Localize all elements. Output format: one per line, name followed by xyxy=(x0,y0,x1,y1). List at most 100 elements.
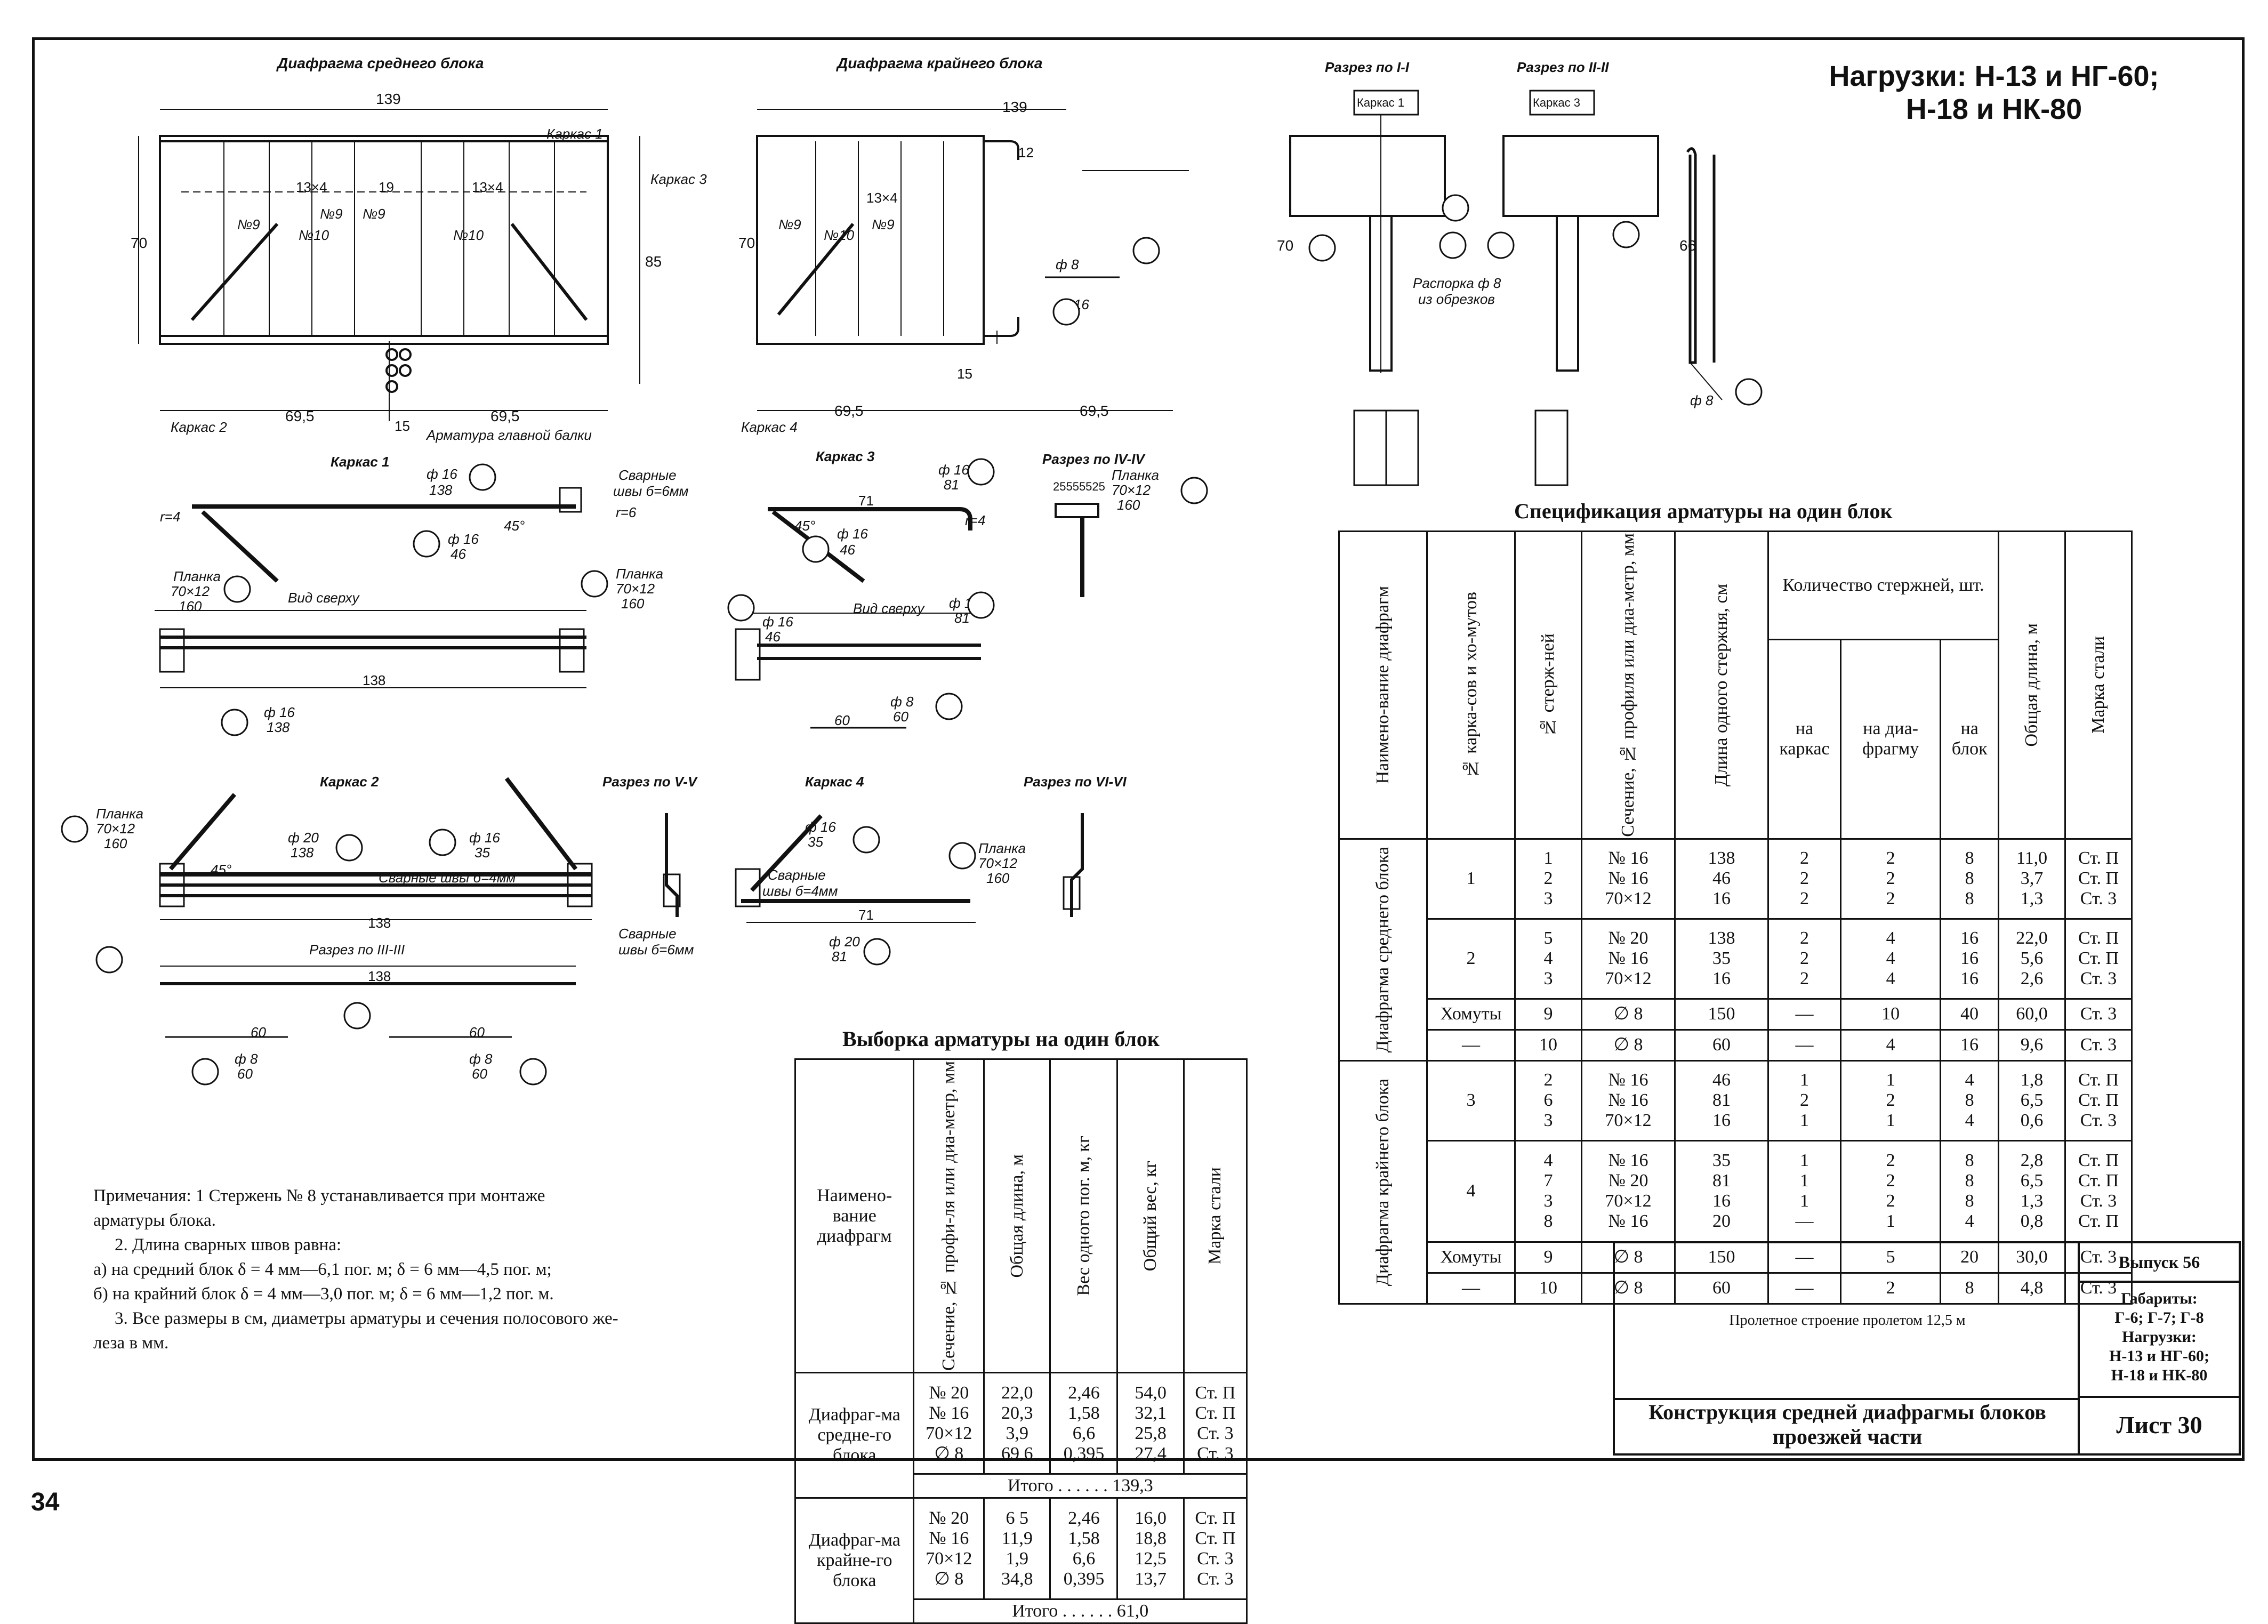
karkas-3-title: Каркас 3 xyxy=(816,448,875,464)
sel-tw-line: 16,0 xyxy=(1135,1508,1167,1528)
section-3-title: Разрез по III-III xyxy=(309,942,405,958)
section-1-title: Разрез по I-I xyxy=(1325,59,1410,75)
label-planka-k1: Планка xyxy=(173,568,221,584)
middle-block-title: Диафрагма среднего блока xyxy=(276,55,484,71)
label-len-60-b: 60 xyxy=(472,1066,487,1082)
callout-4 xyxy=(1308,234,1336,262)
dim-12: 12 xyxy=(1018,144,1034,160)
title-gabarity-label: Габариты: xyxy=(2121,1290,2198,1307)
sel-sec-line: ∅ 8 xyxy=(934,1569,964,1589)
spec-len-line: 46 xyxy=(1712,1070,1731,1090)
sel-tw-line: 27,4 xyxy=(1135,1443,1167,1464)
callout-3e xyxy=(95,946,123,974)
spec-h-steel: Марка стали xyxy=(2088,636,2108,734)
label-phi16-46-k3: ф 16 xyxy=(837,526,868,542)
dim-60-a: 60 xyxy=(251,1024,266,1040)
label-karkas-2-top: Каркас 2 xyxy=(171,419,227,435)
spec-tl-line: 1,8 xyxy=(2020,1070,2044,1090)
label-angle-k2: 45° xyxy=(211,862,231,878)
spec-qd-line: 4 xyxy=(1886,948,1895,969)
label-main-beam-rebar: Арматура главной балки xyxy=(425,427,592,443)
spec-sec-line: № 20 xyxy=(1608,1171,1648,1191)
title-main: Конструкция средней диафрагмы блоков про… xyxy=(1613,1396,2080,1456)
spec-qd-line: 2 xyxy=(1886,1278,1895,1298)
spec-qk-line: 1 xyxy=(1799,1151,1809,1171)
spec-st: Ст. 3 xyxy=(2064,998,2133,1031)
spec-qb-line: 4 xyxy=(1965,1070,1974,1090)
spec-qb-line: 8 xyxy=(1965,869,1974,889)
callout-3d xyxy=(61,815,89,843)
spec-qk: — xyxy=(1767,1241,1841,1274)
label-r6: r=6 xyxy=(616,504,637,520)
sel-tl-line: 69 6 xyxy=(1001,1443,1033,1464)
sel-tl-line: 6 5 xyxy=(1006,1508,1028,1528)
dim-69-5-a: 69,5 xyxy=(285,408,315,424)
spec-sec-line: № 20 xyxy=(1608,928,1648,948)
spec-qb-line: 40 xyxy=(1960,1004,1979,1024)
callout-10b xyxy=(1439,231,1467,259)
label-welds-6b-k2: швы б=6мм xyxy=(618,942,694,958)
spec-qb-line: 16 xyxy=(1960,1035,1979,1055)
dim-71-k3: 71 xyxy=(858,493,874,509)
spec-qd-line: 2 xyxy=(1886,1171,1895,1191)
spec-sec: ∅ 8 xyxy=(1581,998,1676,1031)
spec-len-line: 16 xyxy=(1712,969,1731,989)
label-len-35-k4: 35 xyxy=(808,834,823,850)
spec-h-karkas: № карка-сов и хо-мутов xyxy=(1461,592,1481,778)
spec-table: Наимено-вание диафрагм № карка-сов и хо-… xyxy=(1338,530,2133,1305)
selection-table: Наимено-вание диафрагм Сечение, № профи-… xyxy=(794,1058,1248,1624)
callout-10f xyxy=(519,1058,547,1086)
spec-sec-line: 70×12 xyxy=(1605,969,1652,989)
spec-h-qty-block: на блок xyxy=(1940,638,1999,840)
spec-qk-line: 1 xyxy=(1799,1111,1809,1131)
spec-qb-line: 8 xyxy=(1965,1191,1974,1211)
spec-rod-line: 10 xyxy=(1539,1278,1557,1298)
spec-qb-line: 16 xyxy=(1960,928,1979,948)
spec-rod-line: 9 xyxy=(1543,1004,1553,1024)
spec-qb: 16 xyxy=(1940,1028,1999,1062)
label-n9-d: №9 xyxy=(778,216,801,232)
spec-st-line: Ст. П xyxy=(2078,1090,2119,1111)
spec-rod-line: 4 xyxy=(1543,948,1553,969)
note-line-5: б) на крайний блок δ = 4 мм—3,0 пог. м; … xyxy=(93,1284,554,1304)
label-len-60-k3: 60 xyxy=(893,709,908,725)
title-main-line-1: Конструкция средней диафрагмы блоков xyxy=(1648,1400,2046,1424)
label-len-60-a: 60 xyxy=(237,1066,253,1082)
karkas-4-title: Каркас 4 xyxy=(805,774,864,790)
dim-69-5-b: 69,5 xyxy=(490,408,520,424)
label-phi16-138-b: ф 16 xyxy=(264,704,295,720)
label-phi8-20: ф 8 xyxy=(1056,256,1079,272)
label-phi16-138: ф 16 xyxy=(427,466,457,482)
spec-len-line: 81 xyxy=(1712,1171,1731,1191)
spec-sec-line: № 16 xyxy=(1608,1211,1648,1232)
spec-sec-line: ∅ 8 xyxy=(1613,1278,1643,1298)
loads-line-2: Н-18 и НК-80 xyxy=(1905,93,2082,125)
title-main-line-2: проезжей части xyxy=(1772,1425,1923,1449)
label-len-81-k3: 81 xyxy=(944,477,959,493)
sel-tl-line: 3,9 xyxy=(1006,1423,1028,1443)
spec-h-qty-karkas: на каркас xyxy=(1767,638,1841,840)
dim-19: 19 xyxy=(379,179,394,195)
spec-qk-line: 1 xyxy=(1799,1171,1809,1191)
spec-qd-line: 2 xyxy=(1886,1191,1895,1211)
spec-rod: 9 xyxy=(1514,998,1582,1031)
callout-4b xyxy=(429,829,456,856)
section-2-slab xyxy=(1502,135,1659,217)
sel-sec-line: ∅ 8 xyxy=(934,1443,964,1464)
dim-70-sec: 70 xyxy=(1277,237,1293,254)
sel-h-total-length: Общая длина, м xyxy=(1007,1154,1027,1278)
dim-13x4-a: 13×4 xyxy=(296,179,327,195)
label-phi20-138: ф 20 xyxy=(288,830,319,846)
top-view-k3: Вид сверху xyxy=(853,600,925,616)
spec-rod-line: 3 xyxy=(1543,1191,1553,1211)
sel-sec-line: № 16 xyxy=(929,1403,969,1423)
spec-group-label: Диафрагма среднего блока xyxy=(1373,847,1393,1053)
